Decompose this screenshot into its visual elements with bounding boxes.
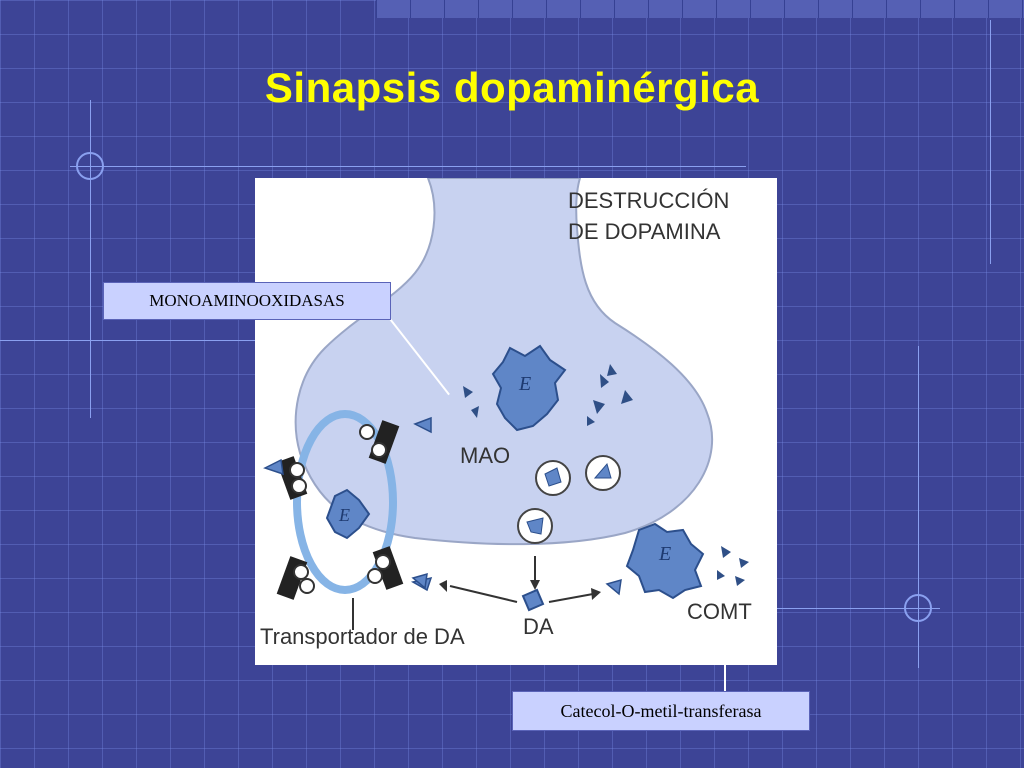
transporter-label: Transportador de DA <box>260 624 465 649</box>
transporter-cell <box>325 488 371 540</box>
deco-line-v-left <box>90 100 91 418</box>
mao-enzyme-letter: E <box>518 373 531 395</box>
deco-line-v-right-top <box>990 20 991 264</box>
mao-callout: MONOAMINOOXIDASAS <box>103 282 391 320</box>
comt-enzyme <box>625 522 705 600</box>
deco-line-v-right-bottom <box>918 346 919 668</box>
figure-heading-line1: DESTRUCCIÓN <box>568 188 729 213</box>
deco-circle-left <box>76 152 104 180</box>
comt-enzyme-letter: E <box>658 543 671 565</box>
deco-line-h-right <box>776 608 940 609</box>
mao-enzyme <box>491 344 567 432</box>
top-band <box>376 0 1024 18</box>
mao-fragments <box>463 364 633 426</box>
deco-circle-right <box>904 594 932 622</box>
transporter-beads <box>289 424 391 594</box>
figure-heading-line2: DE DOPAMINA <box>568 219 721 244</box>
transporter-cell-letter: E <box>338 505 350 525</box>
comt-label: COMT <box>687 599 752 624</box>
comt-connector <box>724 642 726 692</box>
comt-fragments <box>717 546 749 586</box>
da-label: DA <box>523 614 554 639</box>
deco-line-h-left <box>0 340 260 341</box>
synapse-figure: DESTRUCCIÓN DE DOPAMINA E MAO E <box>255 178 777 665</box>
comt-callout: Catecol-O-metil-transferasa <box>512 691 810 731</box>
transporter-ring <box>293 410 397 594</box>
mao-label: MAO <box>460 443 510 468</box>
da-molecule <box>521 588 545 612</box>
slide-title: Sinapsis dopaminérgica <box>264 64 760 111</box>
deco-line-h-top <box>70 166 746 167</box>
synapse-diagram: DESTRUCCIÓN DE DOPAMINA E MAO E <box>260 178 752 649</box>
